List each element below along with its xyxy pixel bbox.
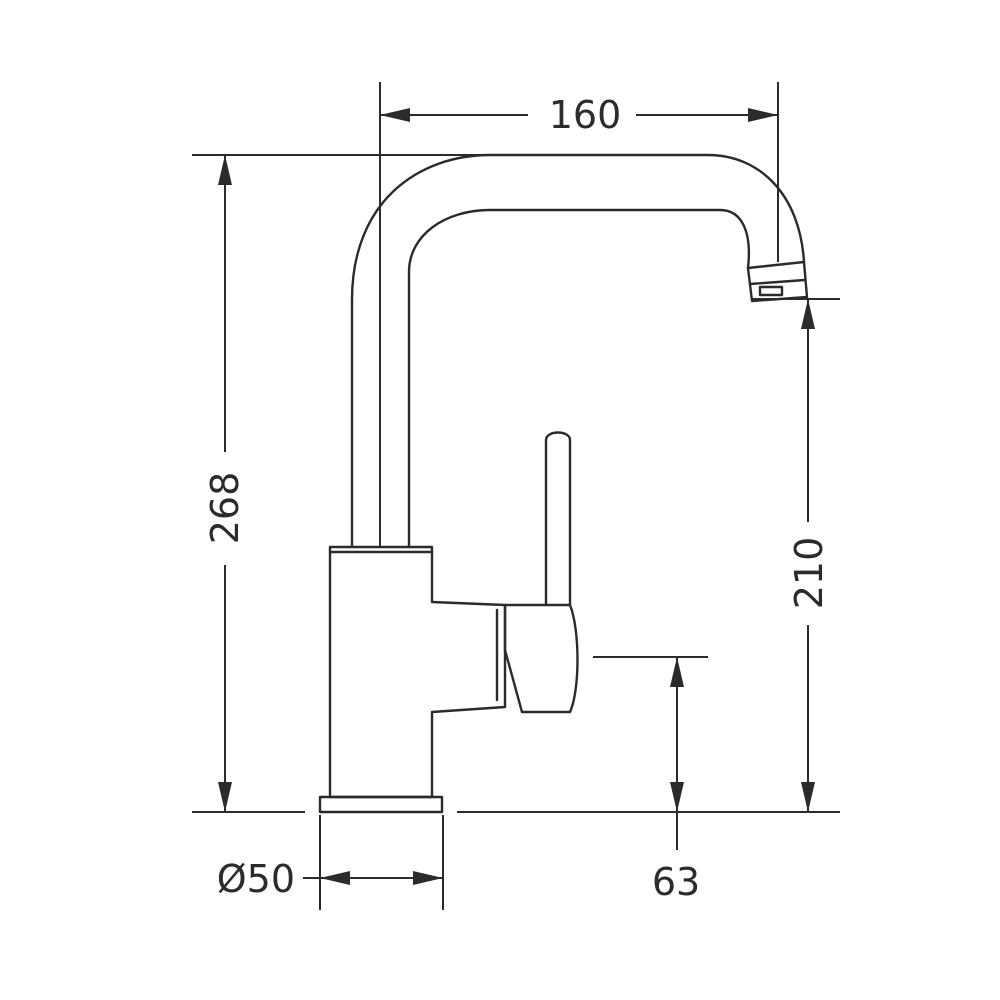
lever-housing	[503, 603, 579, 714]
arrowhead-right	[413, 871, 443, 885]
spout-outer-contour	[350, 153, 806, 549]
dimension-lever-height: 63	[593, 656, 708, 904]
faucet-outline	[318, 153, 809, 814]
spout-inner-contour	[407, 208, 750, 549]
arrowhead-top	[801, 299, 815, 329]
spout-reach-label: 160	[549, 93, 622, 137]
lever-handle	[544, 431, 572, 607]
arrowhead-top	[670, 657, 684, 687]
aerator-slot	[758, 285, 784, 297]
arrowhead-bottom	[670, 782, 684, 812]
arrowhead-left	[320, 871, 350, 885]
total-height-label: 268	[203, 472, 247, 545]
base-plate	[318, 795, 444, 814]
arrowhead-bottom	[801, 782, 815, 812]
dimension-base-diameter: Ø50	[217, 815, 444, 910]
arrowhead-left	[380, 108, 410, 122]
arrowhead-bottom	[218, 782, 232, 812]
dimension-spout-reach: 160	[379, 82, 779, 548]
aerator-band	[748, 278, 807, 286]
lever-height-label: 63	[652, 860, 700, 904]
arrowhead-top	[218, 155, 232, 185]
body-column	[328, 545, 507, 799]
arrowhead-right	[748, 108, 778, 122]
base-diameter-label: Ø50	[217, 857, 295, 901]
outlet-height-label: 210	[787, 537, 831, 610]
dimension-outlet-height: 210	[457, 298, 840, 813]
dimension-total-height: 268	[192, 154, 488, 813]
aerator	[746, 260, 809, 303]
